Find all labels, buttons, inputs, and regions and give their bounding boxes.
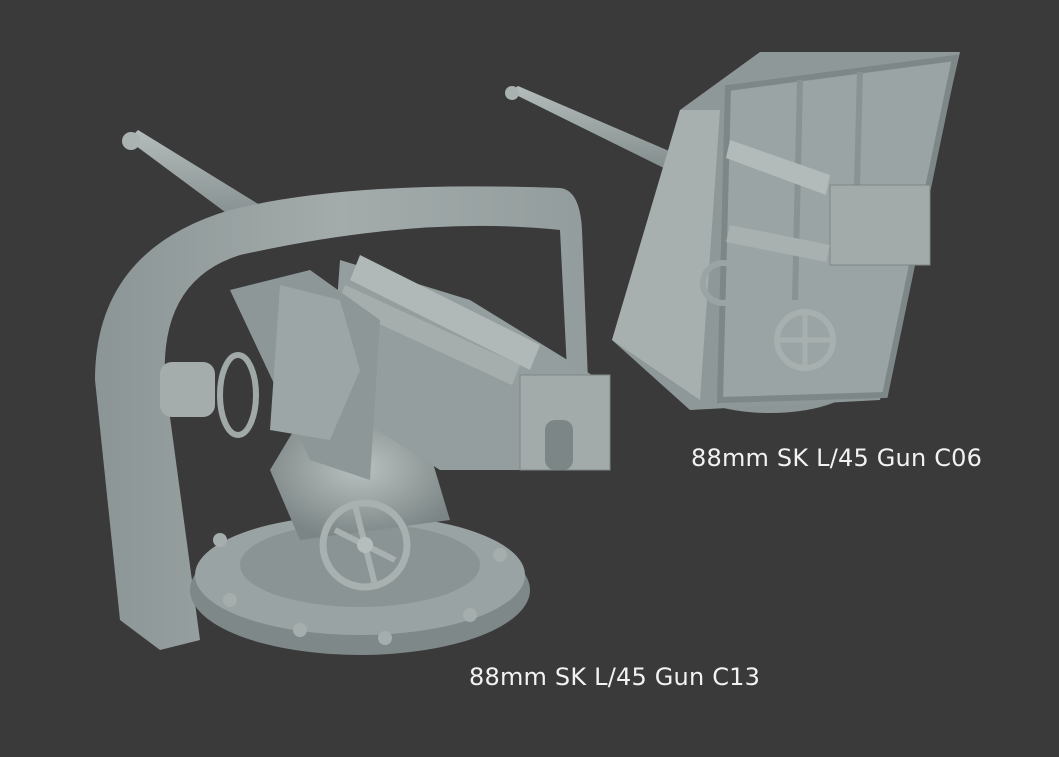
handwheel (774, 309, 836, 371)
breech (829, 184, 931, 266)
shield (95, 186, 590, 650)
gun-model-c13 (95, 130, 611, 655)
barrel (510, 86, 690, 178)
bolts (213, 533, 507, 645)
handwheel (217, 352, 259, 438)
handwheel (700, 260, 746, 306)
handwheel (319, 499, 411, 591)
caption-gun-c13: 88mm SK L/45 Gun C13 (469, 663, 761, 691)
caption-gun-c06: 88mm SK L/45 Gun C06 (691, 444, 983, 472)
gun-model-c06 (505, 52, 960, 413)
barrel (128, 130, 268, 232)
